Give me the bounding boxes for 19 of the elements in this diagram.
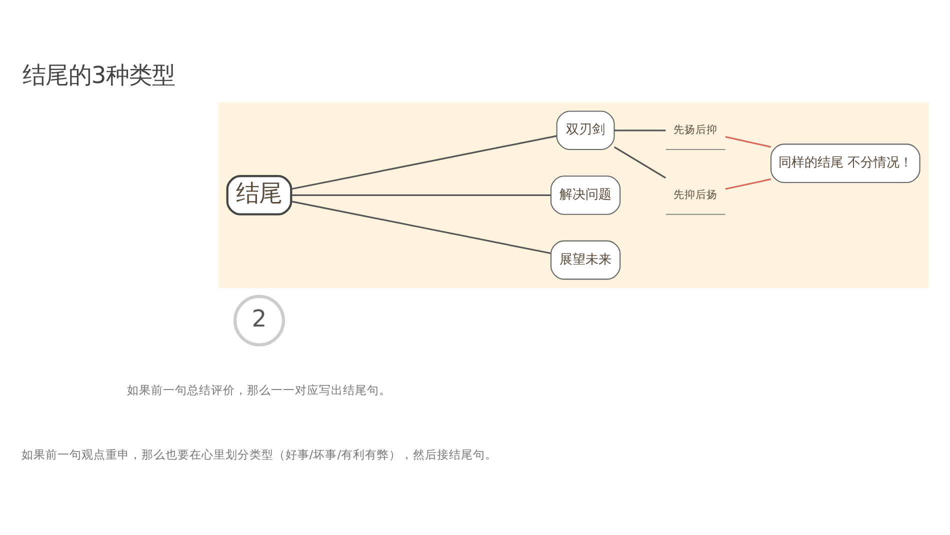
connector: [725, 136, 771, 148]
connector: [291, 200, 551, 254]
connector: [614, 130, 666, 132]
node-text: 先抑后扬: [674, 188, 718, 201]
node-box: 展望未来: [550, 240, 621, 280]
connector: [291, 135, 557, 190]
node-circle: 2: [233, 294, 286, 346]
node-box: 解决问题: [550, 176, 621, 215]
node-box: 双刃剑: [556, 110, 615, 150]
diagram-title: 结尾的3种类型: [22, 61, 176, 90]
connector: [614, 146, 666, 179]
label: 如果前一句观点重申，那么也要在心里划分类型（好事/坏事/有利有弊），然后接结尾句。: [21, 448, 498, 462]
label: 如果前一句总结评价，那么一一对应写出结尾句。: [127, 382, 392, 397]
connector: [291, 194, 551, 196]
node-text: 先扬后抑: [674, 123, 718, 136]
cluster: [218, 102, 929, 288]
node-box: 同样的结尾 不分情况！: [770, 144, 920, 183]
connector: [725, 178, 771, 190]
node-box: 结尾: [226, 175, 292, 216]
